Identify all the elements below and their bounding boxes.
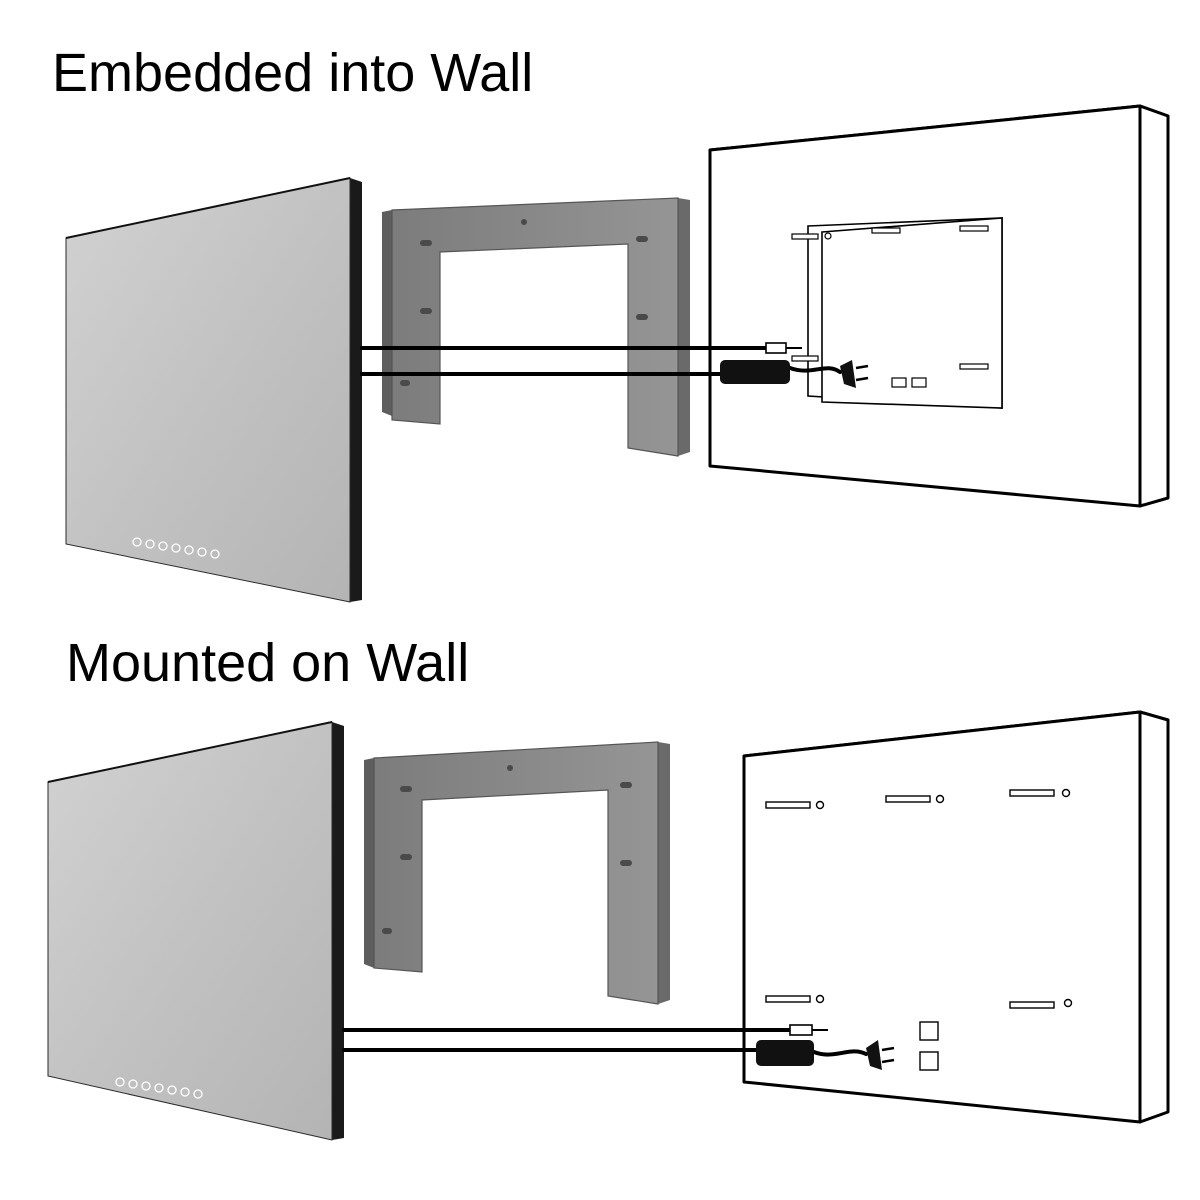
mounted-diagram xyxy=(47,710,1170,1141)
power-cables xyxy=(342,1028,868,1057)
dc-connector-icon xyxy=(765,342,802,354)
embedded-diagram xyxy=(65,104,1170,603)
wall-box-icon xyxy=(708,104,1170,508)
wall-box-icon xyxy=(742,710,1170,1124)
touch-buttons-icon xyxy=(132,537,220,559)
power-plug-icon xyxy=(866,1040,895,1070)
power-adapter-icon xyxy=(720,360,790,384)
section-title-embedded: Embedded into Wall xyxy=(52,43,534,103)
power-cables xyxy=(360,346,842,376)
mounting-bracket-icon xyxy=(364,741,670,1005)
power-plug-icon xyxy=(840,360,869,388)
mirror-panel-icon xyxy=(47,721,344,1141)
power-adapter-icon xyxy=(756,1040,814,1066)
section-title-mounted: Mounted on Wall xyxy=(66,633,470,693)
mounting-bracket-icon xyxy=(382,197,690,457)
mirror-panel-icon xyxy=(65,177,362,603)
touch-buttons-icon xyxy=(115,1077,203,1099)
dc-connector-icon xyxy=(789,1024,828,1036)
